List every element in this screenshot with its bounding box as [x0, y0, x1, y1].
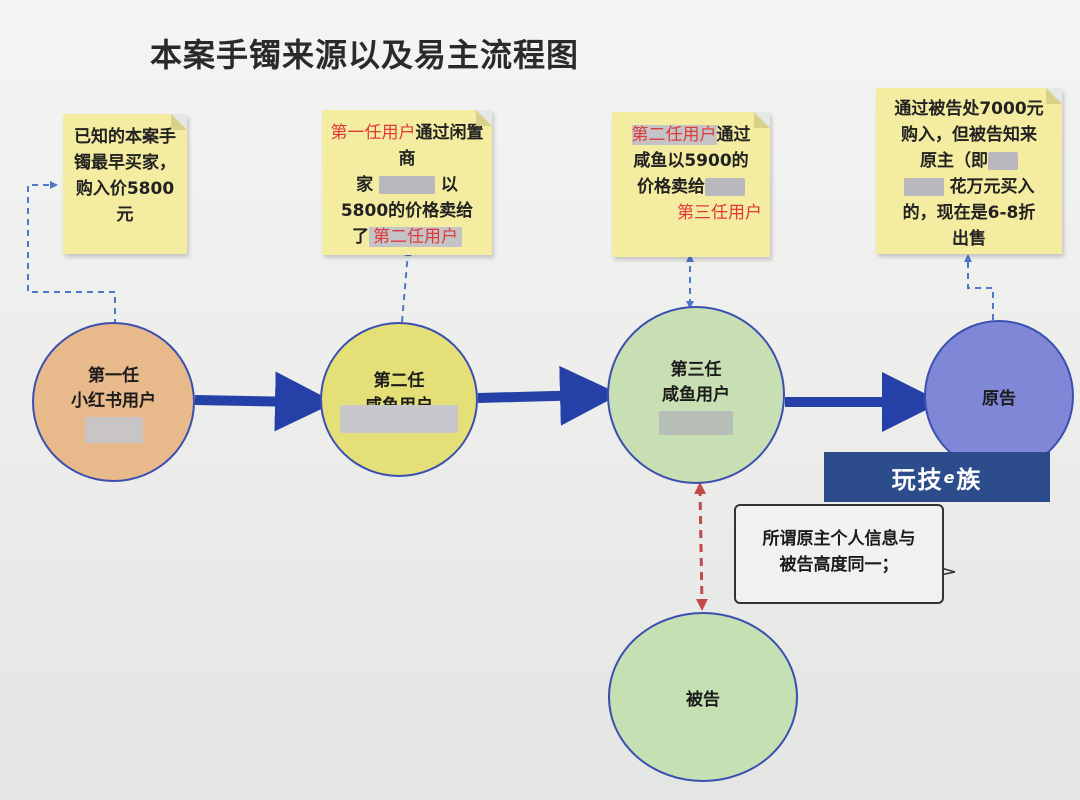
note4-text-e: 的，现在是6-8折	[902, 203, 1036, 223]
note-third-owner: 第二任用户通过 咸鱼以5900的 价格卖给 第三任用户	[612, 112, 770, 257]
page-title: 本案手镯来源以及易主流程图	[150, 36, 580, 74]
note3-text-a: 通过	[716, 125, 751, 145]
note4-text-d: 花万元买入	[949, 177, 1035, 197]
note4-text-a: 通过被告处7000元	[894, 99, 1044, 119]
node3-label-1: 第三任	[670, 360, 722, 380]
dash-connector-2	[401, 248, 412, 323]
note2-suffix: 第二任用户	[369, 227, 462, 247]
node1-label-2: 小红书用户	[71, 391, 156, 411]
node-second-owner: 第二任 咸鱼用户	[320, 322, 478, 477]
watermark-text-b: 族	[956, 465, 983, 494]
callout-line-2: 被告高度同一；	[779, 555, 899, 575]
watermark-text-e: e	[943, 467, 957, 487]
node4-label: 原告	[982, 388, 1016, 409]
node2-label-1: 第二任	[373, 371, 425, 391]
note4-text-f: 出售	[952, 229, 986, 249]
redacted-block	[903, 178, 944, 196]
dash-connector-4	[964, 254, 994, 320]
redacted-block	[379, 176, 435, 194]
node3-label-2: 咸鱼用户	[662, 385, 730, 405]
callout-box: 所谓原主个人信息与 被告高度同一；	[734, 504, 944, 604]
note3-text-b: 咸鱼以5900的	[633, 151, 749, 171]
note-second-owner: 第一任用户通过闲置商 家 以 5800的价格卖给 了第二任用户	[322, 110, 492, 255]
note2-text-c: 以	[440, 175, 458, 195]
note3-text-c: 价格卖给	[637, 177, 705, 197]
note2-prefix: 第一任用户	[330, 123, 416, 143]
note3-suffix: 第三任用户	[677, 203, 762, 223]
node-first-owner: 第一任 小红书用户	[32, 322, 195, 482]
node-third-owner: 第三任 咸鱼用户	[607, 306, 785, 484]
dash-connector-red	[694, 482, 708, 611]
note2-text-a: 通过闲置商	[398, 123, 484, 169]
node1-label-1: 第一任	[88, 366, 139, 386]
flow-arrow-1-2	[194, 371, 335, 432]
note2-text-d: 5800的价格卖给	[340, 201, 474, 221]
callout-line-1: 所谓原主个人信息与	[762, 529, 916, 549]
node-plaintiff: 原告	[924, 320, 1074, 472]
note-first-owner: 已知的本案手镯最早买家，购入价5800元	[63, 114, 187, 254]
dash-connector-1	[27, 181, 116, 325]
note2-text-b: 家	[356, 175, 374, 195]
watermark-text-a: 玩技	[891, 465, 944, 494]
redacted-block	[84, 417, 143, 443]
note-plaintiff: 通过被告处7000元 购入，但被告知来 原主（即 花万元买入 的，现在是6-8折…	[876, 88, 1062, 254]
note2-text-e: 了	[352, 227, 369, 247]
note4-text-c: 原主（即	[920, 151, 988, 171]
flow-arrow-2-3	[477, 365, 620, 426]
redacted-block	[705, 178, 745, 196]
redacted-block	[659, 411, 733, 435]
redacted-block	[340, 405, 458, 433]
node2-label-2: 咸鱼用户	[365, 391, 433, 405]
node5-label: 被告	[686, 689, 720, 710]
redacted-block	[988, 152, 1018, 170]
note4-text-b: 购入，但被告知来	[901, 125, 1037, 145]
note3-prefix: 第二任用户	[631, 125, 717, 145]
note-first-owner-text: 已知的本案手镯最早买家，购入价5800元	[74, 127, 176, 225]
node-defendant: 被告	[608, 612, 798, 782]
